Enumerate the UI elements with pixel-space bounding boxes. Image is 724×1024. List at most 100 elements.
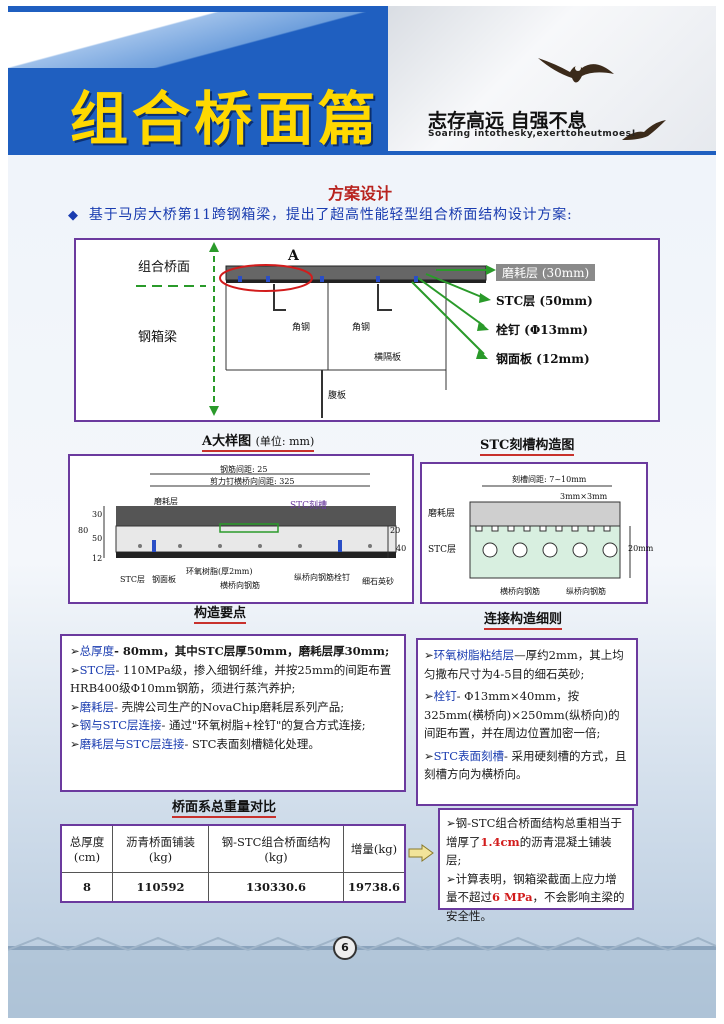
layer-steel-plate: 钢面板 (12mm) <box>496 352 590 366</box>
groove-box: 刻槽间距: 7~10mm 3mm×3mm 磨耗层 STC层 20mm 横桥向钢筋… <box>420 462 653 604</box>
detail-bottom-epoxy: 环氧树脂(厚2mm) <box>186 567 253 576</box>
construction-box: ➢总厚度- 80mm，其中STC层厚50mm，磨耗层厚30mm; ➢STC层- … <box>60 634 406 792</box>
detail-a-drawing <box>103 473 397 558</box>
detail-bottom-rebar-t: 横桥向钢筋 <box>220 581 260 590</box>
label-steel-box: 钢箱梁 <box>138 330 178 345</box>
construction-item: ➢磨耗层与STC层连接- STC表面刻槽糙化处理。 <box>70 735 396 754</box>
table-header-row: 总厚度(cm) 沥青桥面铺装(kg) 钢-STC组合桥面结构(kg) 增量(kg… <box>60 824 406 873</box>
connection-item: ➢STC表面刻槽- 采用硬刻槽的方式，且刻槽方向为横桥向。 <box>424 747 630 784</box>
construction-text: - 110MPa级，掺入细钢纤维，并按25mm的间距布置HRB400级Φ10mm… <box>70 662 392 696</box>
connection-item: ➢环氧树脂粘结层—厚约2mm，其上均匀撒布尺寸为4-5目的细石英砂; <box>424 646 630 683</box>
slogan: 志存高远 自强不息 <box>428 110 587 132</box>
connection-key: 环氧树脂粘结层 <box>433 648 515 662</box>
construction-item: ➢磨耗层- 壳牌公司生产的NovaChip磨耗层系列产品; <box>70 698 396 717</box>
slogan-english: Soaring intothesky,exerttoheutmoes! <box>428 129 637 139</box>
detail-bottom-rebar-l: 纵桥向钢筋 <box>294 573 334 582</box>
construction-item: ➢总厚度- 80mm，其中STC层厚50mm，磨耗层厚30mm; <box>70 642 396 661</box>
groove-drawing <box>469 485 631 579</box>
arrow-bullet-icon: ➢ <box>424 648 434 662</box>
detail-dim-80: 80 <box>78 526 89 535</box>
layer-wear: 磨耗层 (30mm) <box>496 264 596 281</box>
connection-key: STC表面刻槽 <box>433 748 504 763</box>
table-cell: 8 <box>60 872 113 903</box>
arrow-bullet-icon: ➢ <box>424 748 434 763</box>
construction-key: 总厚度 <box>79 644 115 658</box>
conclusion-box: ➢钢-STC组合桥面结构总重相当于增厚了1.4cm的沥青混凝土铺装层; ➢计算表… <box>438 808 634 923</box>
weight-table: 总厚度(cm) 沥青桥面铺装(kg) 钢-STC组合桥面结构(kg) 增量(kg… <box>60 824 406 903</box>
section-title: 方案设计 <box>328 184 393 203</box>
detail-dim-40: 40 <box>396 544 407 553</box>
detail-a-box: 钢筋间距: 25 剪力钉横桥向间距: 325 STC刻槽 磨耗层 30 50 1… <box>68 454 414 604</box>
right-arrow-icon <box>408 844 434 862</box>
arrow-bullet-icon: ➢ <box>70 662 80 677</box>
detail-bottom-stud: 栓钉 <box>334 573 350 582</box>
table-cell: 130330.6 <box>208 872 344 903</box>
construction-item: ➢STC层- 110MPa级，掺入细钢纤维，并按25mm的间距布置HRB400级… <box>70 661 396 698</box>
arrow-bullet-icon: ➢ <box>446 871 456 886</box>
conclusion-text: 的沥青混凝土铺装层; <box>446 834 612 868</box>
detail-dim-30: 30 <box>92 510 103 519</box>
construction-caption: 构造要点 <box>194 602 247 624</box>
groove-rebar-l: 纵桥向钢筋 <box>566 587 606 596</box>
conclusion-value: 1.4cm <box>480 834 520 849</box>
groove-caption: STC刻槽构造图 <box>480 434 575 456</box>
construction-text: - 通过"环氧树脂+栓钉"的复合方式连接; <box>161 718 366 732</box>
connection-text: - Φ13mm×40mm，按325mm(横桥向)×250mm(纵桥向)的间距布置… <box>424 689 620 740</box>
layer-stc: STC层 (50mm) <box>496 294 593 308</box>
arrow-bullet-icon: ➢ <box>70 736 80 751</box>
header-sky <box>388 6 716 151</box>
groove-spacing: 刻槽间距: 7~10mm <box>512 475 587 484</box>
marker-a: A <box>288 248 299 264</box>
label-web: 腹板 <box>328 391 347 401</box>
conclusion-item: ➢计算表明，钢箱梁截面上应力增量不超过6 MPa，不会影响主梁的安全性。 <box>446 870 626 926</box>
groove-wear: 磨耗层 <box>428 509 456 519</box>
conclusion-text: 钢-STC组合桥面结构总重相当于增厚了 <box>446 816 622 849</box>
header-rule <box>8 151 716 155</box>
table-cell: 19738.6 <box>343 872 406 903</box>
bridge-deck-drawing <box>136 242 496 418</box>
arrow-bullet-icon: ➢ <box>70 718 80 732</box>
construction-text: - STC表面刻槽糙化处理。 <box>184 736 320 751</box>
detail-dim-12: 12 <box>92 554 103 563</box>
arrow-bullet-icon: ➢ <box>424 689 434 703</box>
construction-text: - 80mm，其中STC层厚50mm，磨耗层厚30mm; <box>114 644 390 658</box>
header-stripe <box>8 12 388 68</box>
label-angle-1: 角钢 <box>292 323 311 333</box>
detail-bottom-sand: 细石英砂 <box>362 577 394 586</box>
detail-stc-groove: STC刻槽 <box>290 501 328 511</box>
conclusion-value: 6 MPa <box>492 890 533 904</box>
conclusion-item: ➢钢-STC组合桥面结构总重相当于增厚了1.4cm的沥青混凝土铺装层; <box>446 814 626 870</box>
eagle-small-icon <box>622 120 666 140</box>
construction-item: ➢钢与STC层连接- 通过"环氧树脂+栓钉"的复合方式连接; <box>70 716 396 735</box>
detail-caption: A大样图 (单位: mm) <box>202 430 315 452</box>
table-cell: 110592 <box>111 872 210 903</box>
detail-caption-unit: (单位: mm) <box>255 435 315 448</box>
layer-stud: 栓钉 (Φ13mm) <box>496 323 589 337</box>
groove-rebar-t: 横桥向钢筋 <box>500 587 540 596</box>
eagle-icon <box>538 58 614 83</box>
page: 组合桥面篇 志存高远 自强不息 Soaring intothesky,exert… <box>8 6 716 1018</box>
table-row: 8 110592 130330.6 19738.6 <box>60 872 406 903</box>
table-header-cell: 钢-STC组合桥面结构(kg) <box>208 824 344 873</box>
main-diagram: 组合桥面 钢箱梁 A 角钢 角钢 横隔板 腹板 磨耗层 (30mm) STC层 … <box>74 238 660 422</box>
table-header-cell: 增量(kg) <box>343 824 406 873</box>
detail-bottom-plate: 钢面板 <box>152 575 176 584</box>
connection-text: - 采用硬刻槽的方式，且刻槽方向为横桥向。 <box>424 748 627 782</box>
detail-dim-50: 50 <box>92 534 103 543</box>
page-title: 组合桥面篇 <box>70 85 381 153</box>
arrow-bullet-icon: ➢ <box>70 644 80 658</box>
detail-wear: 磨耗层 <box>154 497 178 506</box>
construction-text: - 壳牌公司生产的NovaChip磨耗层系列产品; <box>114 699 345 714</box>
connection-key: 栓钉 <box>433 689 457 703</box>
label-deck: 组合桥面 <box>138 260 191 275</box>
conclusion-text: ，不会影响主梁的安全性。 <box>446 890 625 923</box>
page-number: 6 <box>333 936 357 960</box>
groove-stc: STC层 <box>428 545 457 555</box>
construction-key: 磨耗层与STC层连接 <box>79 736 185 751</box>
diamond-bullet-icon: ◆ <box>68 208 79 223</box>
connection-item: ➢栓钉- Φ13mm×40mm，按325mm(横桥向)×250mm(纵桥向)的间… <box>424 687 630 743</box>
weight-caption: 桥面系总重量对比 <box>172 796 277 818</box>
detail-bottom-stc: STC层 <box>120 575 145 584</box>
arrow-bullet-icon: ➢ <box>446 816 456 830</box>
connection-text: —厚约2mm，其上均匀撒布尺寸为4-5目的细石英砂; <box>424 648 624 681</box>
